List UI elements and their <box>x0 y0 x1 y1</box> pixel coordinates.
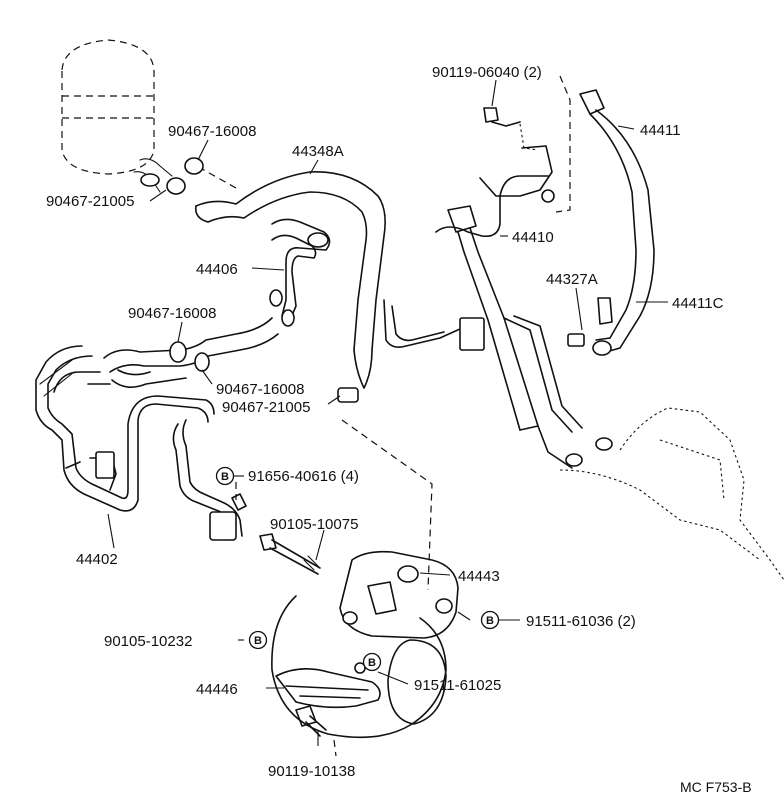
alignment-lines <box>235 419 433 757</box>
label-44402: 44402 <box>76 551 118 568</box>
clamp-drawings-top <box>166 157 204 195</box>
label-91511-61025: 91511-61025 <box>414 677 501 694</box>
svg-text:B: B <box>221 471 229 483</box>
label-44411C: 44411C <box>672 295 724 312</box>
label-90467-16008-mid: 90467-16008 <box>128 305 216 322</box>
clamp-drawings-mid <box>169 289 295 372</box>
bolt-drawings <box>231 493 327 737</box>
hose-44411-drawing <box>567 89 655 356</box>
hose-44406-drawing <box>271 218 331 321</box>
label-44410: 44410 <box>512 229 554 246</box>
label-90467-21005-low: 90467-21005 <box>222 399 310 416</box>
oil-pump-drawing <box>271 550 459 739</box>
pipe-44402-drawing <box>35 317 279 541</box>
label-90105-10075: 90105-10075 <box>270 516 358 533</box>
svg-text:B: B <box>254 635 262 647</box>
label-90119-06040: 90119-06040 (2) <box>432 64 542 81</box>
label-44446: 44446 <box>196 681 238 698</box>
svg-text:B: B <box>368 657 376 669</box>
label-44411: 44411 <box>640 122 681 139</box>
label-90105-10232: 90105-10232 <box>104 633 192 650</box>
label-91511-61036: 91511-61036 (2) <box>526 613 636 630</box>
bolt-badge-91511-61025: B <box>362 652 382 672</box>
hose-44410-drawing <box>383 175 613 469</box>
bolt-badges: B B B B <box>215 466 500 672</box>
leader-lines <box>107 79 668 746</box>
steering-gear-drawing <box>559 407 784 581</box>
label-90467-16008-low: 90467-16008 <box>216 381 304 398</box>
part-labels: 90467-16008 44348A 90467-21005 44406 904… <box>46 64 724 780</box>
bolt-badge-91511-61036: B <box>480 610 500 630</box>
label-44348A: 44348A <box>292 143 344 160</box>
reservoir-drawing <box>61 39 173 193</box>
label-44327A: 44327A <box>546 271 598 288</box>
hose-44348A-drawing <box>185 159 386 403</box>
bolt-badge-91656: B <box>215 466 235 486</box>
label-90119-10138: 90119-10138 <box>268 763 355 780</box>
bracket-90119-06040-drawing <box>479 75 571 213</box>
label-90467-16008-top: 90467-16008 <box>168 123 256 140</box>
label-44406: 44406 <box>196 261 238 278</box>
svg-text:B: B <box>486 615 494 627</box>
bolt-badge-90105-10232: B <box>248 630 268 650</box>
label-44443: 44443 <box>458 568 500 585</box>
drawing-code: MC F753-B <box>680 779 752 795</box>
label-91656-40616: 91656-40616 (4) <box>248 468 359 485</box>
label-90467-21005-top: 90467-21005 <box>46 193 134 210</box>
